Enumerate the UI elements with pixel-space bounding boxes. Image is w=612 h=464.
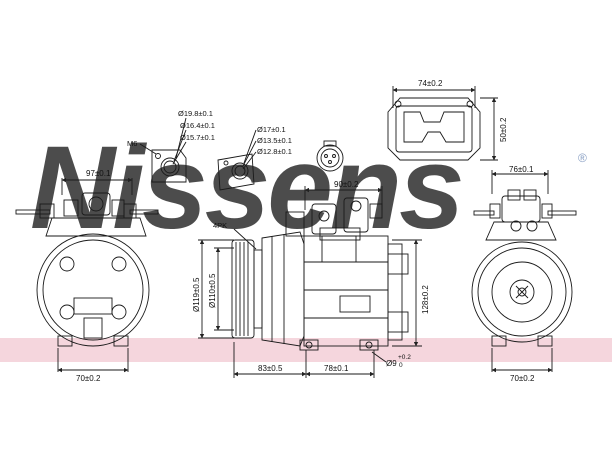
belt-type-label: 4PK: [213, 221, 227, 230]
port-a-dia-2: Ø16.4±0.1: [180, 121, 215, 130]
mount-tol-label: +0.2: [398, 354, 411, 361]
connector-width-label: 74±0.2: [418, 79, 443, 88]
body-dia-label: Ø110±0.5: [208, 273, 217, 308]
connector-detail: [387, 86, 498, 161]
right-bottom-width-label: 70±0.2: [510, 374, 535, 383]
left-front-view: [15, 177, 159, 373]
pulley-dia-label: Ø119±0.5: [192, 277, 201, 312]
round-connector: [316, 140, 344, 172]
length-a-label: 83±0.5: [258, 364, 283, 373]
port-detail-b: [217, 129, 257, 191]
left-bottom-width-label: 70±0.2: [76, 374, 101, 383]
port-a-dia-1: Ø19.8±0.1: [178, 109, 213, 118]
right-rear-view: [471, 170, 577, 373]
side-top-length-label: 90±0.2: [334, 180, 359, 189]
watermark-text: Nissens: [30, 122, 462, 254]
left-top-width-label: 97±0.1: [86, 169, 111, 178]
side-view: [198, 186, 422, 378]
port-b-dia-1: Ø17±0.1: [257, 125, 286, 134]
registered-mark: ®: [578, 151, 587, 165]
mount-tol-low-label: 0: [399, 362, 403, 369]
port-b-dia-3: Ø12.8±0.1: [257, 147, 292, 156]
port-b-dia-2: Ø13.5±0.1: [257, 136, 292, 145]
height-label: 128±0.2: [421, 285, 430, 314]
connector-height-label: 50±0.2: [499, 117, 508, 142]
length-b-label: 78±0.1: [324, 364, 349, 373]
port-a-dia-3: Ø15.7±0.1: [180, 133, 215, 142]
right-top-width-label: 76±0.1: [509, 165, 534, 174]
mount-hole-label: Ø9: [386, 359, 397, 368]
port-detail-a: [139, 117, 187, 183]
m6-label: M6: [127, 139, 137, 148]
